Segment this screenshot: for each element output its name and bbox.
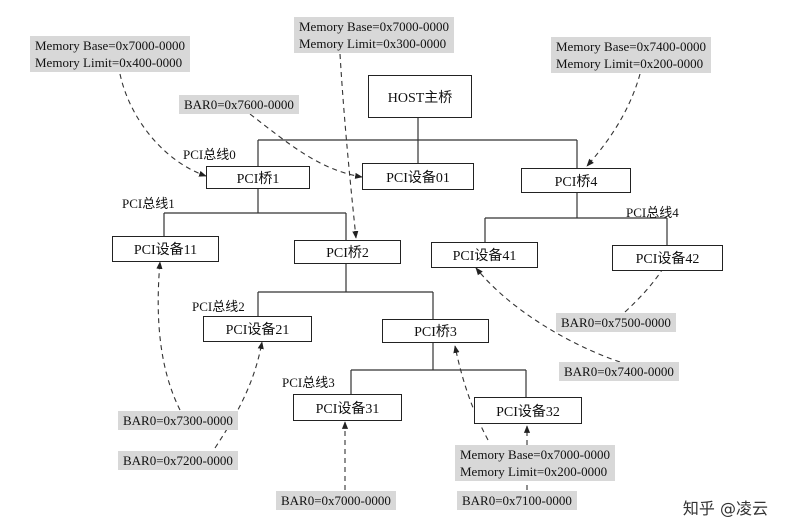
bridge-2-memory-window: Memory Base=0x7000-0000 Memory Limit=0x3…: [294, 17, 454, 53]
memory-base-text: Memory Base=0x7000-0000: [35, 38, 185, 53]
memory-limit-text: Memory Limit=0x200-0000: [556, 56, 704, 71]
pci-bridge-2-box: PCI桥2: [294, 240, 401, 264]
pci-bridge-4-box: PCI桥4: [521, 168, 631, 193]
device-31-bar-label: BAR0=0x7000-0000: [276, 491, 396, 510]
memory-base-text: Memory Base=0x7400-0000: [556, 39, 706, 54]
pci-device-32-box: PCI设备32: [474, 397, 582, 424]
address-arrows: [119, 53, 663, 490]
memory-limit-text: Memory Limit=0x200-0000: [460, 464, 608, 479]
memory-base-text: Memory Base=0x7000-0000: [460, 447, 610, 462]
bridge-1-memory-window: Memory Base=0x7000-0000 Memory Limit=0x4…: [30, 36, 190, 72]
device-21-bar-label: BAR0=0x7200-0000: [118, 451, 238, 470]
pci-device-41-box: PCI设备41: [431, 242, 538, 268]
bus-0-label: PCI总线0: [183, 147, 236, 162]
bus-2-label: PCI总线2: [192, 299, 245, 314]
watermark-text: 知乎 @凌云: [682, 499, 768, 518]
memory-base-text: Memory Base=0x7000-0000: [299, 19, 449, 34]
bridge-3-memory-window: Memory Base=0x7000-0000 Memory Limit=0x2…: [455, 445, 615, 481]
bus-lines: [163, 118, 668, 397]
bus-3-label: PCI总线3: [282, 375, 335, 390]
pci-device-11-box: PCI设备11: [112, 236, 219, 262]
pci-bridge-3-box: PCI桥3: [382, 319, 489, 343]
device-32-bar-label: BAR0=0x7100-0000: [457, 491, 577, 510]
device-01-bar-label: BAR0=0x7600-0000: [179, 95, 299, 114]
device-41-bar-label: BAR0=0x7400-0000: [559, 362, 679, 381]
pci-device-42-box: PCI设备42: [612, 245, 723, 271]
host-bridge-box: HOST主桥: [368, 75, 472, 118]
pci-device-21-box: PCI设备21: [203, 316, 312, 342]
pci-bridge-1-box: PCI桥1: [206, 166, 310, 189]
bus-1-label: PCI总线1: [122, 196, 175, 211]
bus-4-label: PCI总线4: [626, 205, 679, 220]
bridge-4-memory-window: Memory Base=0x7400-0000 Memory Limit=0x2…: [551, 37, 711, 73]
device-11-bar-label: BAR0=0x7300-0000: [118, 411, 238, 430]
pci-device-31-box: PCI设备31: [293, 394, 402, 421]
device-42-bar-label: BAR0=0x7500-0000: [556, 313, 676, 332]
pci-device-01-box: PCI设备01: [362, 163, 474, 190]
memory-limit-text: Memory Limit=0x400-0000: [35, 55, 183, 70]
memory-limit-text: Memory Limit=0x300-0000: [299, 36, 447, 51]
